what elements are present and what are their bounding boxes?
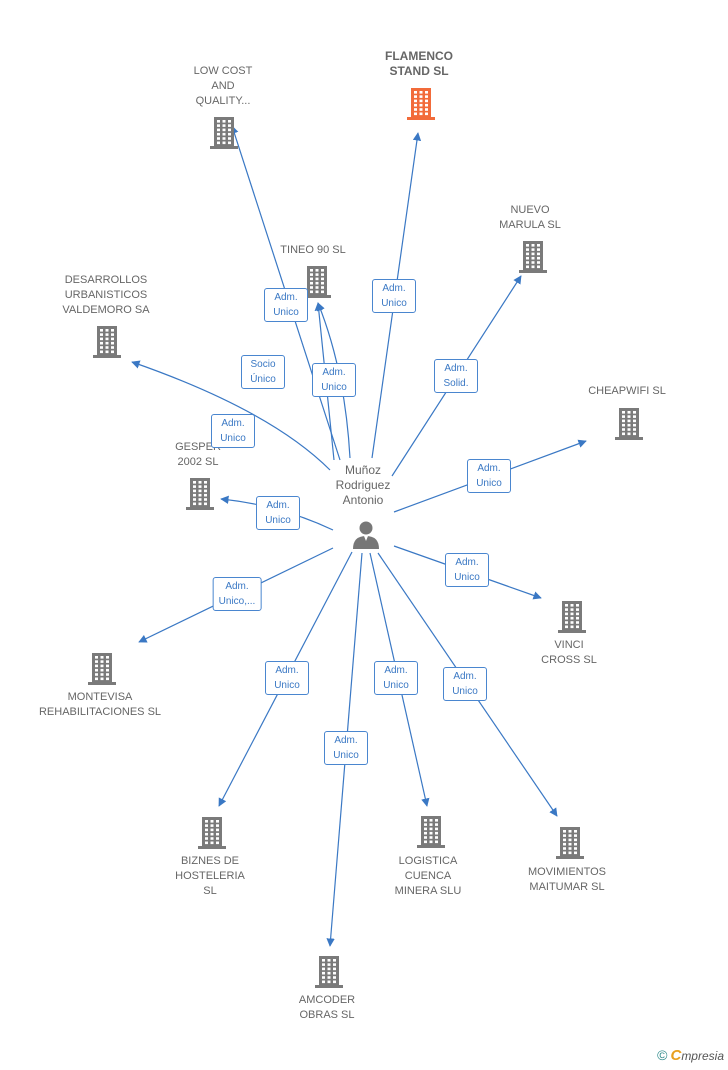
role-badge-flamenco[interactable]: Adm. Unico [372,279,416,313]
building-icon[interactable] [557,599,587,633]
role-badge-low-cost[interactable]: Adm. Unico [264,288,308,322]
role-badge-tineo[interactable]: Socio Único [241,355,285,389]
company-label-logistica[interactable]: LOGISTICA CUENCA MINERA SLU [394,855,462,897]
edge-desarrollos [131,360,331,471]
company-label-montevisa[interactable]: MONTEVISA REHABILITACIONES SL [38,691,162,718]
person-icon[interactable] [351,519,381,549]
brand-name: mpresia [681,1049,724,1063]
role-badge-desarrollos[interactable]: Adm. Unico [211,414,255,448]
building-icon[interactable] [314,954,344,988]
role-badge-tineo[interactable]: Adm. Unico [312,363,356,397]
role-badge-logistica[interactable]: Adm. Unico [374,661,418,695]
person-name-label[interactable]: Muñoz Rodriguez Antonio [335,463,391,507]
company-label-movimientos[interactable]: MOVIMIENTOS MAITUMAR SL [527,866,607,893]
company-label-amcoder[interactable]: AMCODER OBRAS SL [298,994,356,1021]
building-icon[interactable] [406,86,436,120]
company-label-nuevo-marula[interactable]: NUEVO MARULA SL [499,204,561,231]
building-icon[interactable] [302,264,332,298]
footer-brand: ©Cmpresia [657,1047,724,1064]
company-label-low-cost[interactable]: LOW COST AND QUALITY... [193,65,253,107]
role-badge-cheapwifi[interactable]: Adm. Unico [467,459,511,493]
building-icon[interactable] [92,324,122,358]
building-icon[interactable] [518,239,548,273]
role-badge-gesper[interactable]: Adm. Unico [256,496,300,530]
brand-initial: C [670,1047,682,1064]
building-icon[interactable] [555,825,585,859]
building-icon[interactable] [185,476,215,510]
company-label-tineo[interactable]: TINEO 90 SL [280,244,346,256]
role-badge-nuevo-marula[interactable]: Adm. Solid. [434,359,478,393]
building-icon[interactable] [416,814,446,848]
building-icon[interactable] [87,651,117,685]
role-badge-movimientos[interactable]: Adm. Unico [443,667,487,701]
company-label-cheapwifi[interactable]: CHEAPWIFI SL [588,385,666,397]
copyright-icon: © [657,1047,668,1063]
role-badge-montevisa[interactable]: Adm. Unico,... [212,577,262,611]
building-icon[interactable] [197,815,227,849]
company-label-biznes[interactable]: BIZNES DE HOSTELERIA SL [175,855,245,897]
company-label-vinci[interactable]: VINCI CROSS SL [541,639,597,666]
building-icon[interactable] [614,406,644,440]
company-label-gesper[interactable]: GESPER 2002 SL [175,441,221,468]
company-label-desarrollos[interactable]: DESARROLLOS URBANISTICOS VALDEMORO SA [62,274,150,316]
company-label-flamenco[interactable]: FLAMENCO STAND SL [385,49,453,78]
role-badge-vinci[interactable]: Adm. Unico [445,553,489,587]
building-icon[interactable] [209,115,239,149]
role-badge-biznes[interactable]: Adm. Unico [265,661,309,695]
role-badge-amcoder[interactable]: Adm. Unico [324,731,368,765]
